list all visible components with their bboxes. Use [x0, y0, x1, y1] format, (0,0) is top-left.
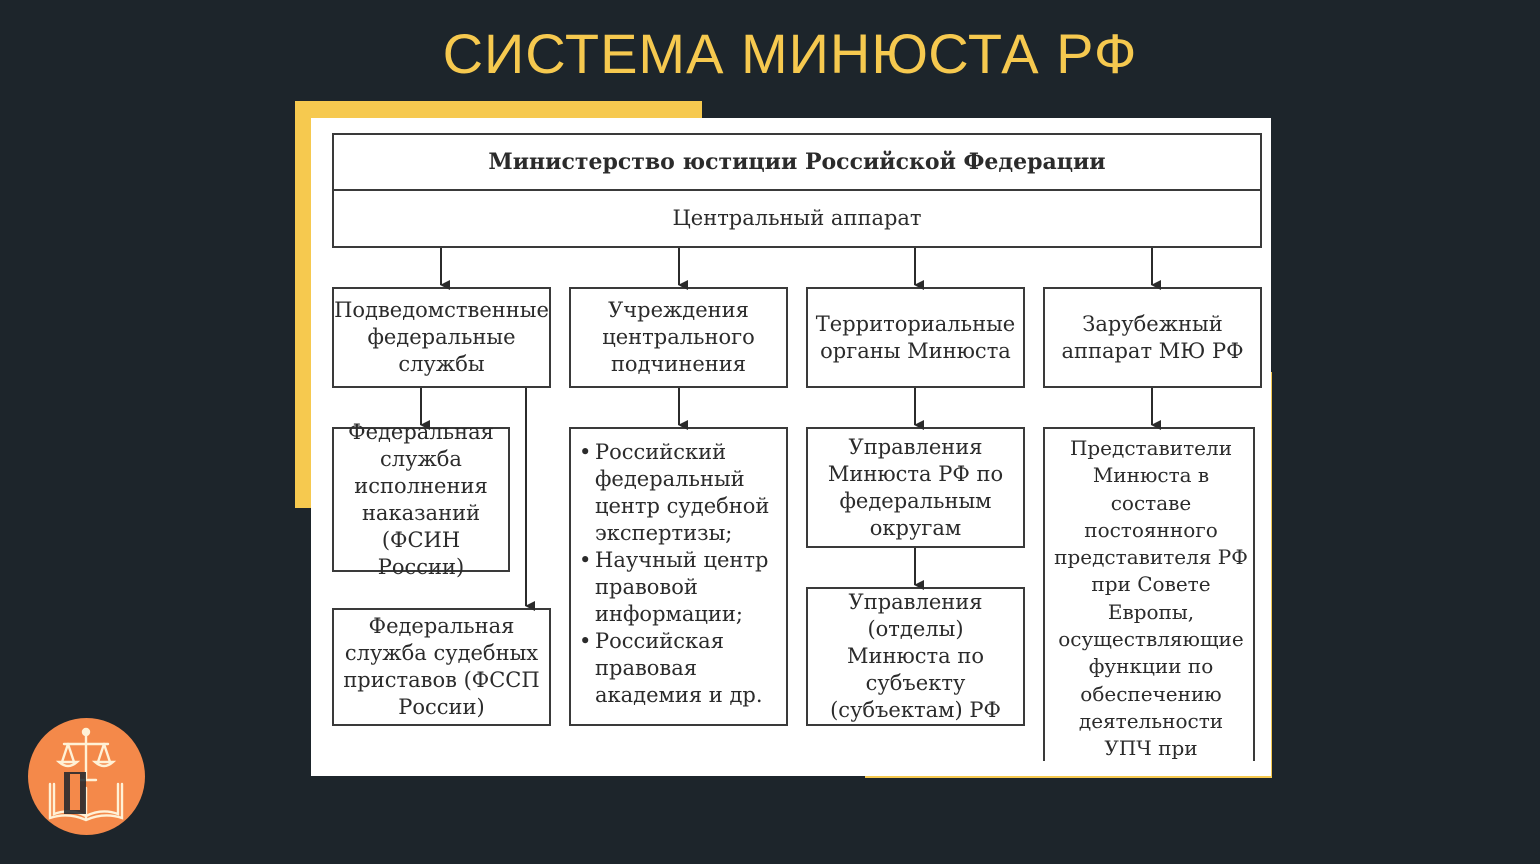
branch-federal-services: Подведомственные федеральные службы — [332, 287, 551, 388]
branch-territorial-bodies: Территориальные органы Минюста — [806, 287, 1025, 388]
subject-departments-box: Управления (отделы) Минюста по субъекту … — [806, 587, 1025, 726]
justice-scales-book-icon — [28, 718, 145, 835]
foreign-representatives-box: Представители Минюста в составе постоянн… — [1043, 427, 1255, 761]
list-item: Российская правовая академия и др. — [579, 628, 780, 709]
page-title: СИСТЕМА МИНЮСТА РФ — [442, 22, 1138, 85]
central-institutions-list: Российский федеральный центр судебной эк… — [569, 427, 788, 726]
central-apparatus-box: Центральный аппарат — [332, 189, 1262, 248]
branch-foreign-apparatus: Зарубежный аппарат МЮ РФ — [1043, 287, 1262, 388]
branch-central-institutions: Учреждения центрального подчинения — [569, 287, 788, 388]
federal-district-departments-box: Управления Минюста РФ по федеральным окр… — [806, 427, 1025, 548]
list-item: Российский федеральный центр судебной эк… — [579, 439, 780, 547]
fsin-box: Федеральная служба исполнения наказаний … — [332, 420, 510, 579]
list-item: Научный центр правовой информации; — [579, 547, 780, 628]
ministry-box: Министерство юстиции Российской Федераци… — [332, 133, 1262, 191]
fssp-box: Федеральная служба судебных приставов (Ф… — [332, 608, 551, 726]
